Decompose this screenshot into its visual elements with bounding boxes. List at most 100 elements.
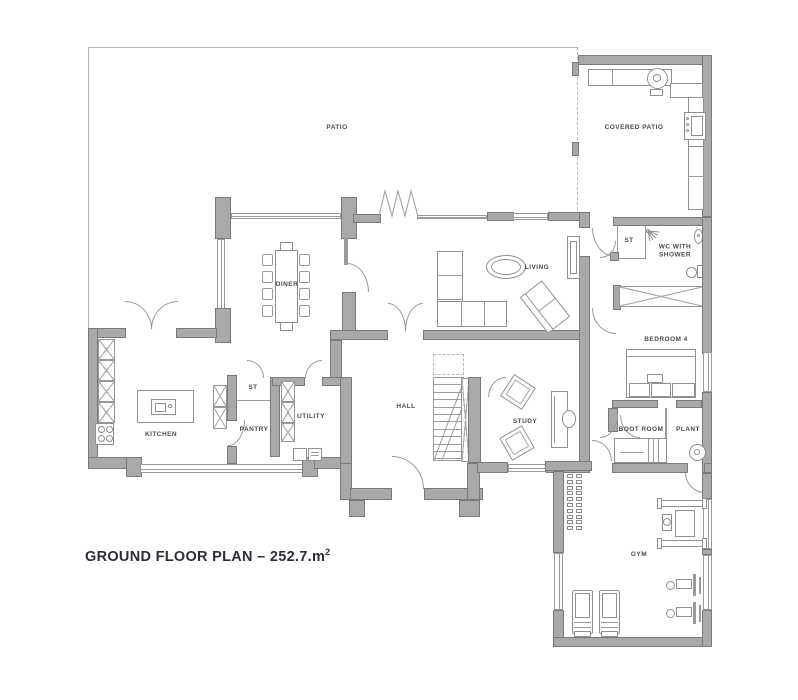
- coffee-table: [491, 259, 521, 275]
- wall: [340, 463, 352, 500]
- wall: [617, 226, 618, 259]
- washer-icon: [293, 448, 307, 461]
- wall: [572, 142, 579, 156]
- dumbbell-pair: [567, 520, 582, 525]
- exercise-machine: [676, 607, 692, 617]
- sofa-cushion-line: [437, 275, 463, 276]
- dining-chair: [299, 271, 310, 283]
- larder-cupboard: [213, 407, 227, 429]
- kitchen-cabinet: [98, 339, 115, 360]
- plan-title: GROUND FLOOR PLAN – 252.7.m2: [85, 547, 330, 565]
- dining-chairs-left: [262, 254, 273, 317]
- hob-ring-icon: [98, 426, 105, 433]
- stair-tread: [434, 400, 463, 408]
- dining-chair: [299, 254, 310, 266]
- room-label-pantry: PANTRY: [239, 425, 269, 433]
- wall: [176, 328, 217, 338]
- door-arc: [151, 301, 178, 329]
- outdoor-grill: [691, 116, 703, 136]
- bed-pillow: [651, 383, 671, 397]
- door-arc: [247, 360, 264, 378]
- wall: [215, 308, 231, 343]
- toilet-icon: [686, 267, 697, 278]
- treadmill-slat: [574, 627, 591, 628]
- treadmill: [602, 593, 617, 618]
- armchair-sofa: [519, 280, 571, 334]
- patio-edge-top: [88, 47, 578, 48]
- plan-title-text: GROUND FLOOR PLAN – 252.7.m: [85, 548, 326, 565]
- treadmill: [575, 593, 590, 618]
- barbell-rack: [657, 538, 662, 549]
- stair-tread: [434, 445, 463, 452]
- wall: [237, 400, 270, 401]
- dumbbell-pair: [567, 526, 582, 531]
- stair-tread: [434, 452, 463, 460]
- dining-chair: [262, 271, 273, 283]
- treadmill-slat: [601, 627, 618, 628]
- boot-room-bench: [614, 438, 667, 463]
- boiler-icon: [694, 449, 700, 455]
- wall: [612, 463, 688, 473]
- washer-detail: [311, 455, 319, 456]
- wall: [579, 256, 590, 465]
- barbell-rack: [702, 538, 707, 549]
- wall: [613, 217, 712, 226]
- treadmill-base: [574, 631, 591, 637]
- room-label-hall: HALL: [396, 402, 416, 410]
- bed-pillow: [672, 383, 695, 397]
- wall: [467, 463, 480, 500]
- room-label-gym: GYM: [630, 550, 648, 558]
- bbq-icon: [653, 74, 661, 82]
- outdoor-counter: [670, 83, 703, 98]
- wall: [702, 610, 712, 647]
- window: [217, 239, 225, 309]
- wall: [487, 212, 514, 221]
- treadmill-base: [601, 631, 618, 637]
- dining-chair: [299, 305, 310, 317]
- dining-chair: [280, 242, 293, 251]
- window: [703, 555, 712, 610]
- shower-icon: [646, 229, 660, 242]
- hob-ring-icon: [106, 435, 113, 442]
- wardrobe: [619, 286, 703, 307]
- wall: [645, 226, 646, 259]
- counter-divider: [612, 69, 613, 86]
- wall: [423, 330, 580, 340]
- window: [417, 215, 487, 219]
- wall: [702, 392, 712, 473]
- dumbbell-pair: [567, 491, 582, 496]
- dumbbell-pair: [567, 508, 582, 513]
- plan-title-superscript: 2: [325, 547, 331, 557]
- room-label-st-landing: ST: [624, 236, 634, 244]
- hob-ring-icon: [98, 435, 105, 442]
- dining-chair: [299, 288, 310, 300]
- wall: [215, 197, 231, 239]
- wall: [344, 237, 348, 265]
- door-arc: [592, 308, 616, 334]
- room-label-boot-room: BOOT ROOM: [618, 425, 664, 433]
- kitchen-cabinet: [98, 402, 115, 423]
- window: [231, 213, 341, 219]
- barbell-rack: [660, 500, 704, 507]
- bed-foot-line: [626, 356, 696, 357]
- bench-slat: [658, 438, 659, 463]
- covered-patio-divider-dashed: [577, 47, 578, 210]
- dining-chairs-right: [299, 254, 310, 317]
- sofa: [437, 301, 507, 327]
- stair-tread: [434, 408, 463, 415]
- exercise-machine: [699, 605, 701, 622]
- gym-bench: [675, 510, 695, 537]
- outdoor-counter: [650, 89, 663, 96]
- stair-tread: [434, 422, 463, 430]
- room-label-bedroom4: BEDROOM 4: [644, 335, 688, 343]
- media-unit: [570, 241, 577, 274]
- door-arc: [600, 415, 618, 438]
- dining-chair: [262, 305, 273, 317]
- wall: [330, 340, 342, 378]
- dining-chair: [262, 254, 273, 266]
- sofa-cushion-line: [437, 299, 463, 300]
- sink-icon: [155, 403, 166, 412]
- washer-icon: [308, 448, 322, 461]
- wall: [665, 408, 667, 463]
